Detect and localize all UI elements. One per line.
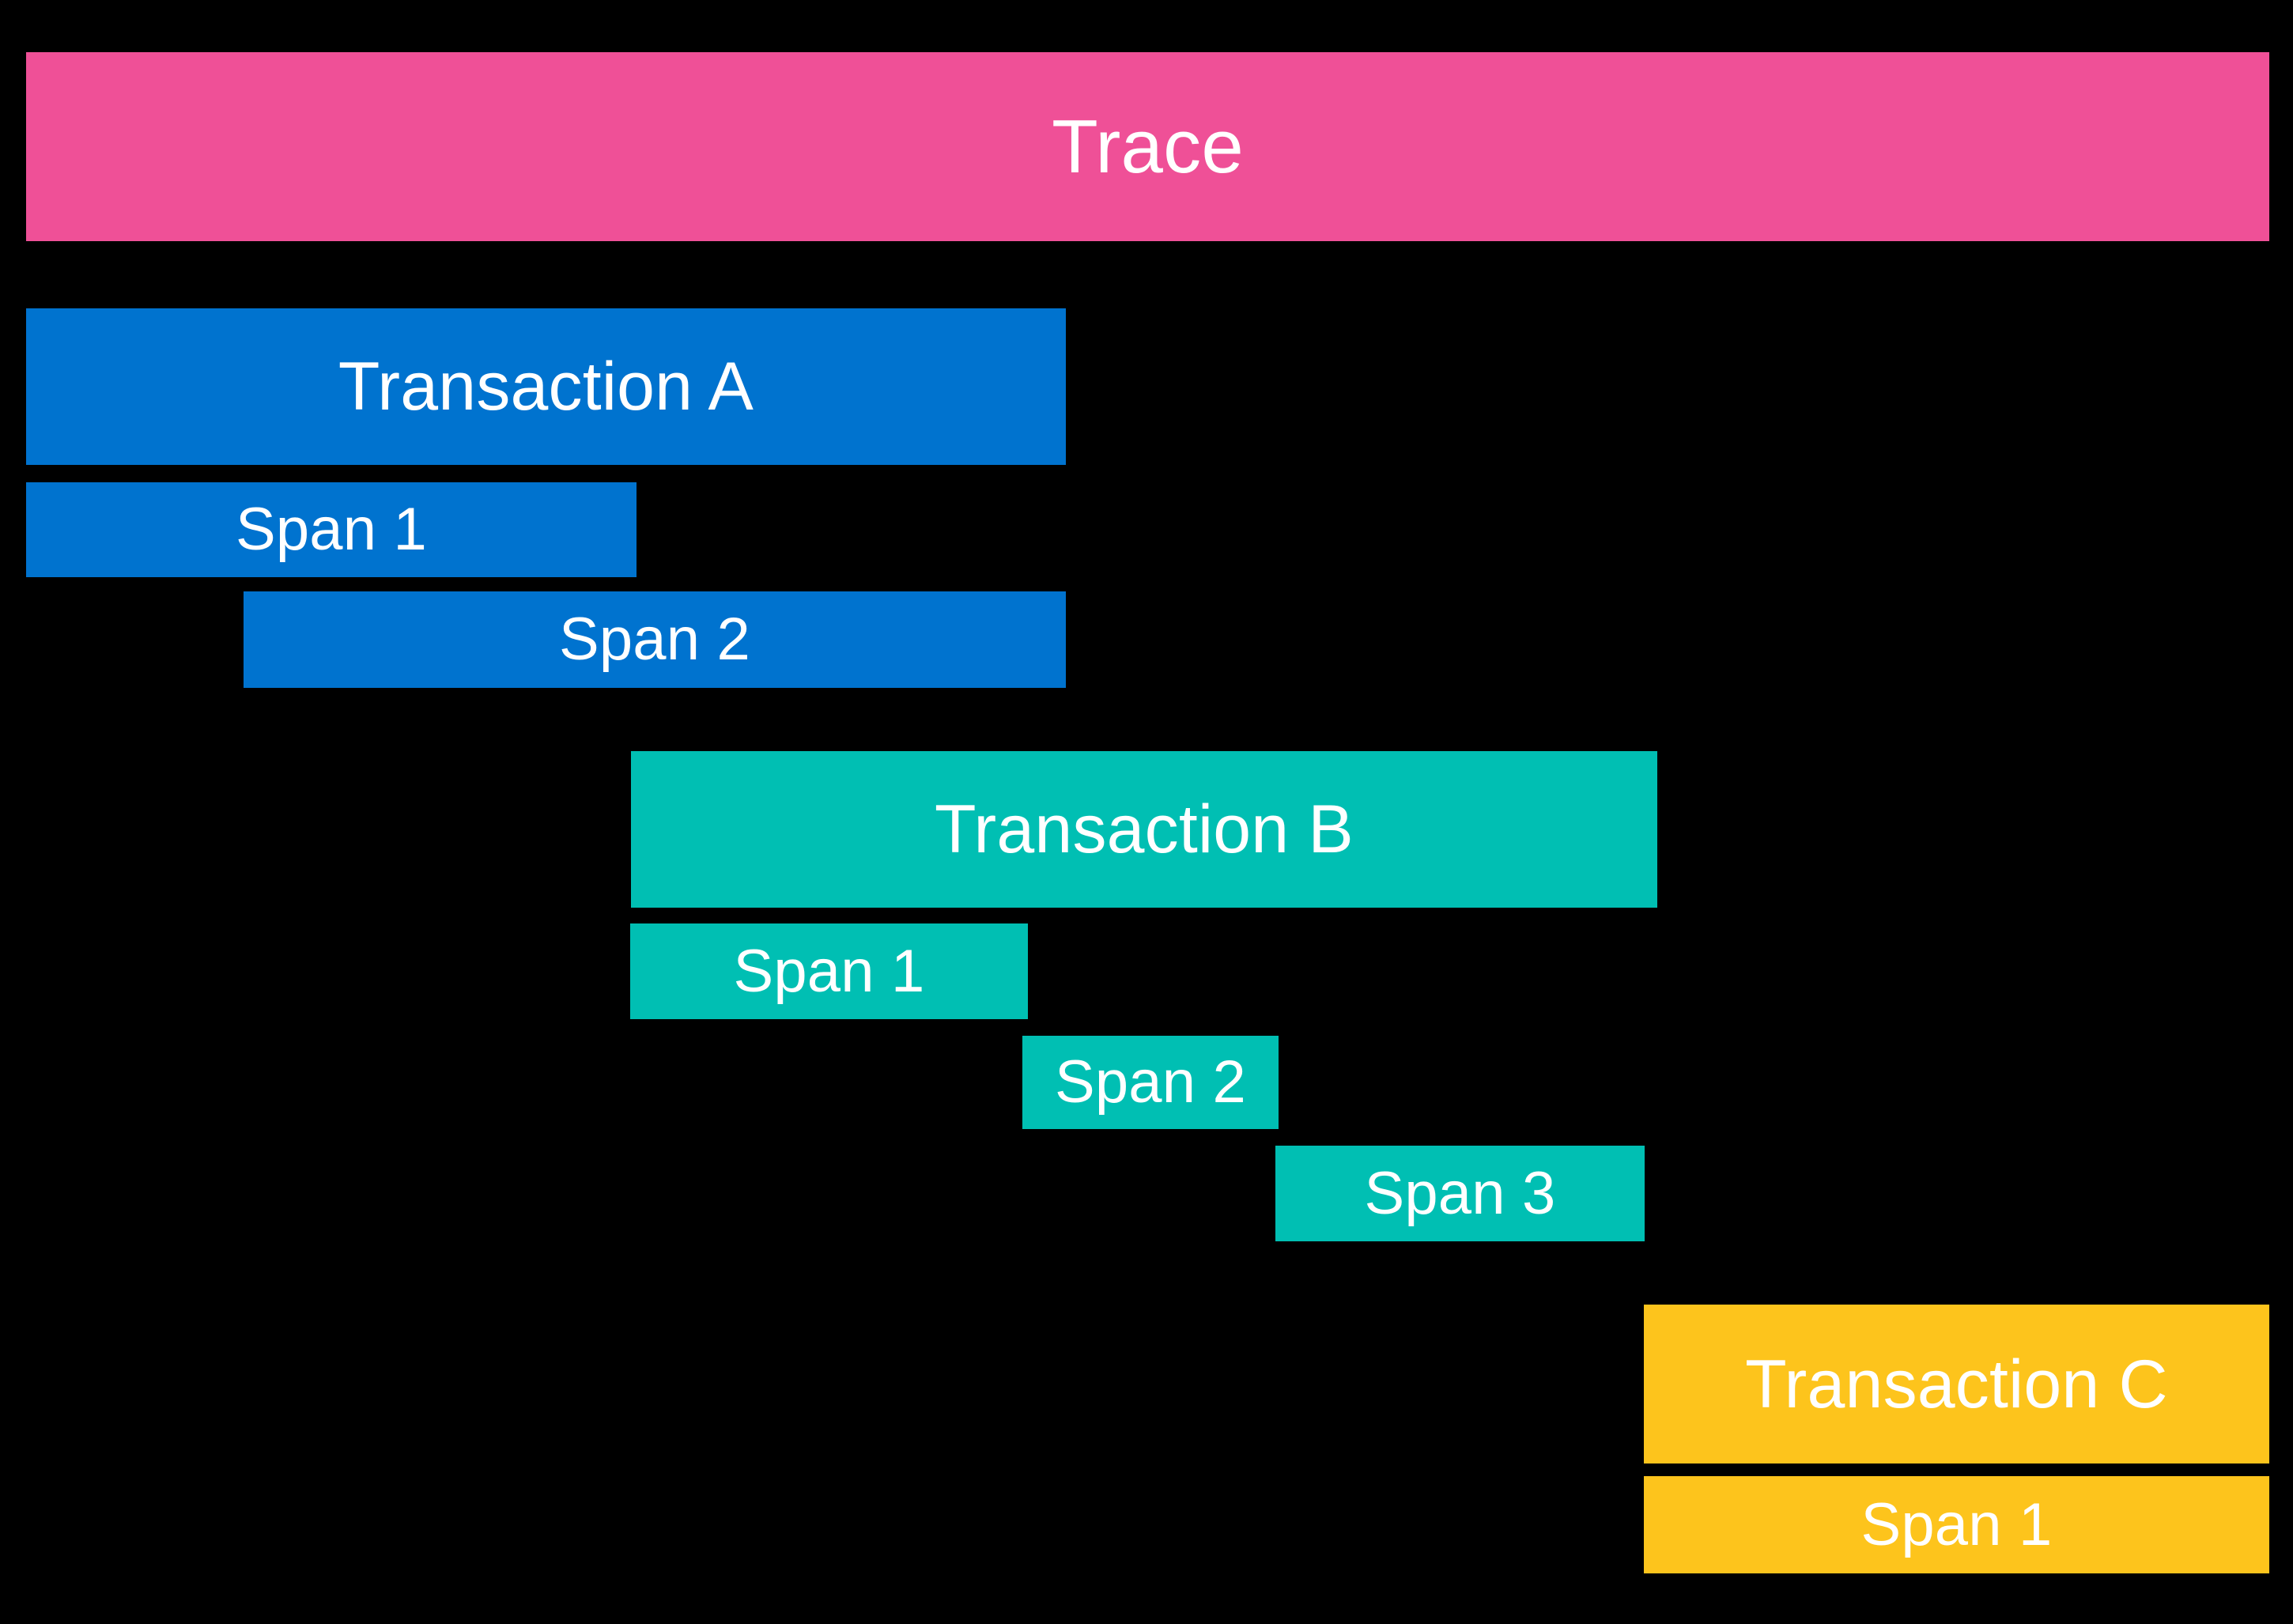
span-bar: Span 1 [1644, 1476, 2269, 1573]
span-bar: Span 2 [244, 591, 1066, 688]
span-label: Span 1 [733, 937, 925, 1005]
span-label: Span 2 [558, 606, 751, 673]
span-label: Span 1 [1860, 1490, 2053, 1558]
transaction-bar: Transaction A [26, 308, 1066, 465]
transaction-label: Transaction B [935, 791, 1354, 867]
span-bar: Span 3 [1275, 1146, 1645, 1241]
transaction-label: Transaction C [1745, 1346, 2168, 1422]
span-label: Span 2 [1054, 1048, 1247, 1116]
trace-bar: Trace [26, 52, 2269, 241]
trace-label: Trace [1052, 104, 1244, 189]
span-label: Span 1 [235, 496, 428, 563]
transaction-bar: Transaction B [631, 751, 1657, 908]
transaction-bar: Transaction C [1644, 1305, 2269, 1463]
span-bar: Span 1 [630, 923, 1028, 1019]
span-bar: Span 1 [26, 482, 637, 577]
transaction-label: Transaction A [338, 349, 754, 425]
span-bar: Span 2 [1022, 1036, 1279, 1129]
span-label: Span 3 [1364, 1159, 1556, 1227]
